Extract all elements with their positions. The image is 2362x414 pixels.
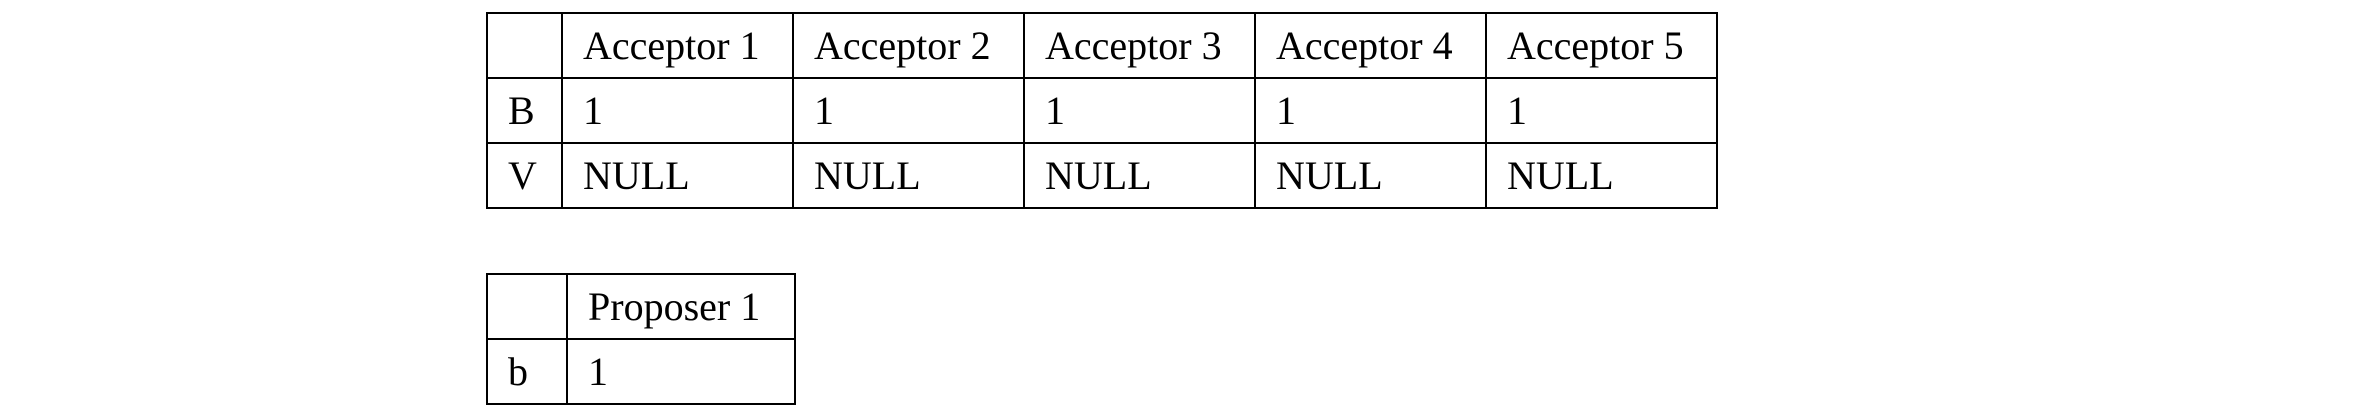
row-label-b-lower: b: [486, 338, 568, 405]
header-cell-proposer-1: Proposer 1: [566, 273, 796, 340]
header-cell-acceptor-5: Acceptor 5: [1485, 12, 1718, 79]
row-label-b: B: [486, 77, 563, 144]
header-cell-acceptor-2: Acceptor 2: [792, 12, 1025, 79]
header-cell-corner: [486, 12, 563, 79]
table-header-row: Acceptor 1 Acceptor 2 Acceptor 3 Accepto…: [486, 12, 1718, 79]
table-header-row: Proposer 1: [486, 273, 796, 340]
table-cell: NULL: [1023, 142, 1256, 209]
table-cell: 1: [1485, 77, 1718, 144]
header-cell-corner: [486, 273, 568, 340]
table-cell: NULL: [1485, 142, 1718, 209]
table-row: V NULL NULL NULL NULL NULL: [486, 142, 1718, 209]
table-cell: 1: [566, 338, 796, 405]
row-label-v: V: [486, 142, 563, 209]
table-cell: NULL: [792, 142, 1025, 209]
acceptor-table: Acceptor 1 Acceptor 2 Acceptor 3 Accepto…: [486, 12, 1718, 209]
table-row: b 1: [486, 338, 796, 405]
table-cell: 1: [1023, 77, 1256, 144]
header-cell-acceptor-4: Acceptor 4: [1254, 12, 1487, 79]
table-cell: 1: [561, 77, 794, 144]
table-cell: NULL: [561, 142, 794, 209]
table-cell: 1: [792, 77, 1025, 144]
header-cell-acceptor-1: Acceptor 1: [561, 12, 794, 79]
table-row: B 1 1 1 1 1: [486, 77, 1718, 144]
table-cell: NULL: [1254, 142, 1487, 209]
header-cell-acceptor-3: Acceptor 3: [1023, 12, 1256, 79]
table-cell: 1: [1254, 77, 1487, 144]
proposer-table: Proposer 1 b 1: [486, 273, 796, 405]
